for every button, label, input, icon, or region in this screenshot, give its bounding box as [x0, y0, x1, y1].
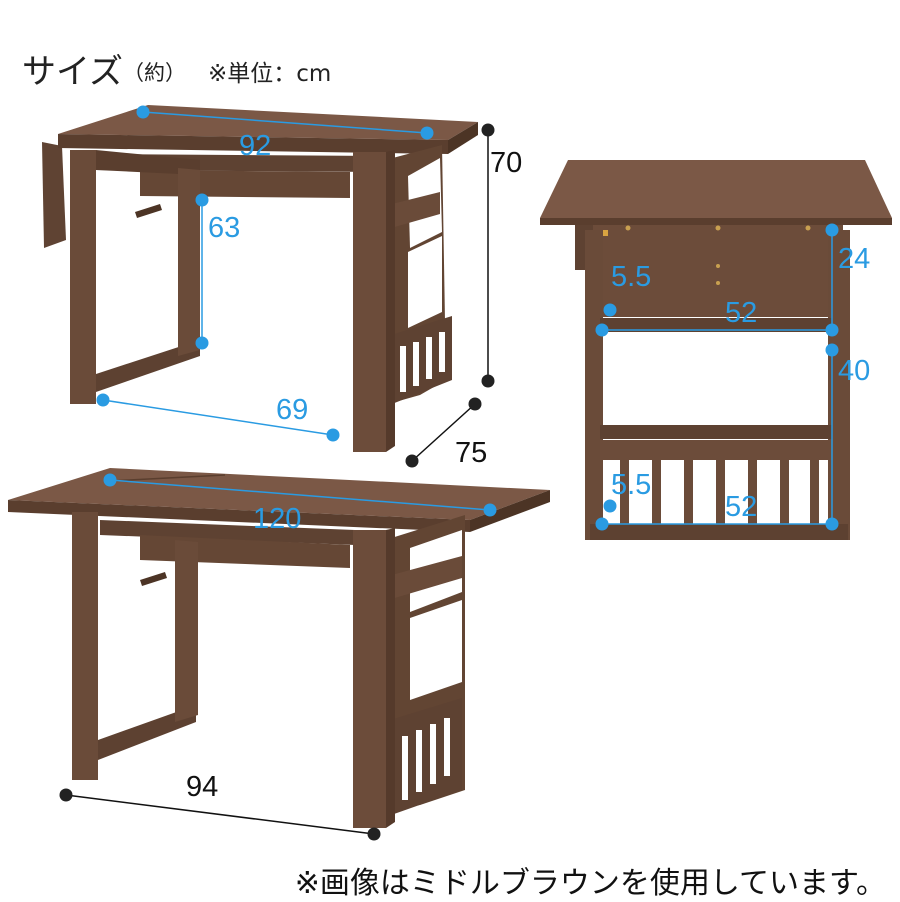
dim-open-width: 120: [253, 503, 301, 535]
dim-side-width-bottom: 52: [725, 491, 757, 523]
measure-dots-blue: [96, 105, 839, 531]
dim-depth: 75: [455, 437, 487, 469]
dim-side-mid: 40: [838, 355, 870, 387]
dim-side-top: 24: [838, 243, 870, 275]
measure-dots-black: [59, 123, 495, 841]
dim-height: 70: [490, 147, 522, 179]
dim-closed-width: 92: [239, 130, 271, 162]
dim-base-width: 94: [186, 771, 218, 803]
tabletop-front-edge: [58, 134, 448, 154]
left-leg-front: [70, 150, 96, 404]
dim-inner-width: 69: [276, 394, 308, 426]
right-leg-front: [353, 152, 386, 452]
unit-note: ※単位：cm: [207, 61, 332, 87]
dim-inner-height: 63: [208, 212, 240, 244]
page-title: サイズ（約） ※単位：cm: [22, 44, 331, 93]
dim-side-gap-bottom: 5.5: [611, 469, 651, 501]
title-approx: （約）: [122, 61, 186, 85]
dim-side-gap-top: 5.5: [611, 261, 651, 293]
title-text: サイズ: [22, 52, 123, 92]
footer-note: ※画像はミドルブラウンを使用しています。: [294, 866, 886, 901]
dim-side-width-top: 52: [725, 297, 757, 329]
table-side-view: [540, 160, 892, 540]
side-tabletop: [540, 160, 892, 218]
drop-leaf: [42, 142, 66, 248]
measure-lines-blue: [102, 111, 833, 525]
measure-lines-black: [65, 130, 489, 835]
